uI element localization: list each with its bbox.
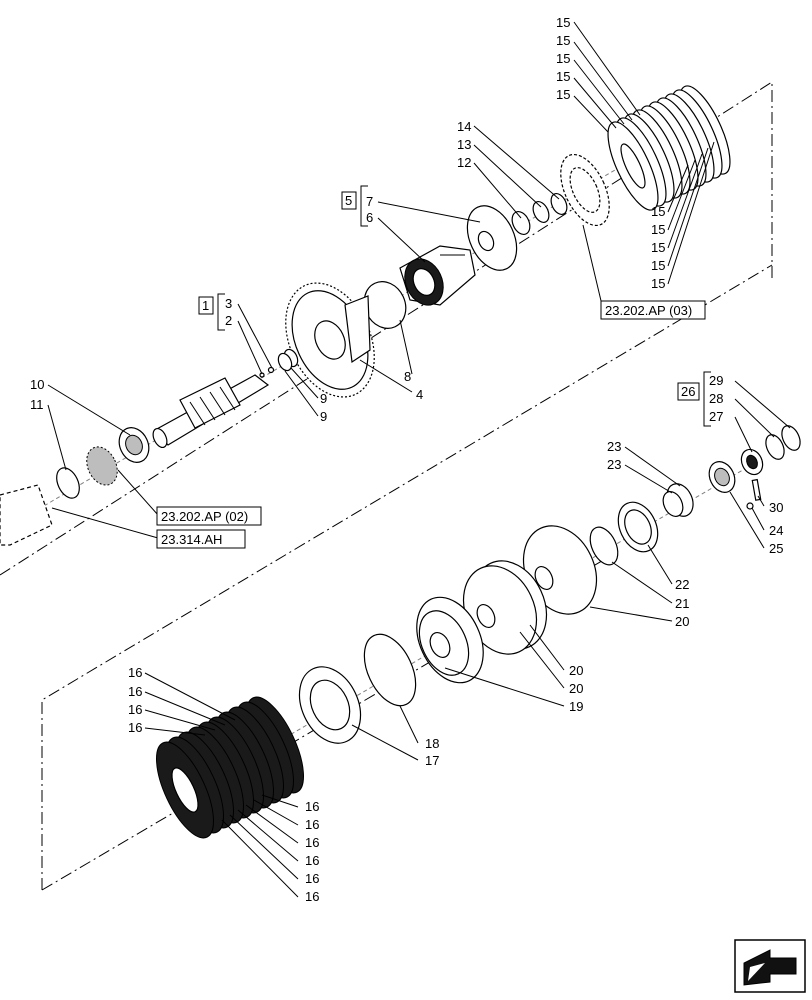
bearing-25[interactable]	[704, 457, 739, 496]
callout-16[interactable]: 16	[128, 720, 142, 735]
ring-18[interactable]	[354, 626, 426, 713]
ring-21[interactable]	[585, 523, 624, 569]
callout-16[interactable]: 16	[305, 853, 319, 868]
callout-15[interactable]: 15	[651, 240, 665, 255]
callout-2[interactable]: 2	[225, 313, 232, 328]
callout-20[interactable]: 20	[569, 663, 583, 678]
callout-16[interactable]: 16	[305, 817, 319, 832]
callout-11[interactable]: 11	[30, 397, 44, 412]
callout-15[interactable]: 15	[556, 87, 570, 102]
callout-16[interactable]: 16	[128, 702, 142, 717]
callout-23[interactable]: 23	[607, 457, 621, 472]
callout-25[interactable]: 25	[769, 541, 783, 556]
kit-box-5[interactable]: 5	[341, 185, 368, 227]
callout-20[interactable]: 20	[675, 614, 689, 629]
callout-8[interactable]: 8	[404, 369, 411, 384]
kit-label-5: 5	[345, 193, 352, 208]
clutch-disc-pack-top[interactable]	[598, 80, 740, 217]
piston-plate-19[interactable]	[404, 587, 496, 694]
callout-16[interactable]: 16	[128, 684, 142, 699]
callout-20[interactable]: 20	[569, 681, 583, 696]
callout-15[interactable]: 15	[651, 222, 665, 237]
seal-rings-23[interactable]	[659, 480, 698, 521]
callout-15[interactable]: 15	[556, 33, 570, 48]
kit-box-26[interactable]: 26	[677, 371, 711, 427]
callout-16[interactable]: 16	[128, 665, 142, 680]
clutch-disc-pack-bottom[interactable]	[145, 689, 315, 845]
callout-10[interactable]: 10	[30, 377, 44, 392]
kit-label-1: 1	[202, 298, 209, 313]
needle-bearing[interactable]	[81, 442, 123, 490]
return-arrow-icon[interactable]	[734, 939, 806, 993]
bushing-9[interactable]	[276, 347, 300, 372]
pressure-plate-17[interactable]	[288, 657, 373, 753]
input-shaft[interactable]	[150, 374, 270, 450]
callout-27[interactable]: 27	[709, 409, 723, 424]
piston-22[interactable]	[611, 496, 666, 558]
callout-14[interactable]: 14	[457, 119, 471, 134]
reference-ah: 23.314.AH	[161, 532, 222, 547]
reference-box-ah[interactable]: 23.314.AH	[156, 529, 246, 549]
callout-16[interactable]: 16	[305, 889, 319, 904]
callout-19[interactable]: 19	[569, 699, 583, 714]
bearing-27[interactable]	[737, 446, 766, 478]
callout-15[interactable]: 15	[651, 258, 665, 273]
callout-23[interactable]: 23	[607, 439, 621, 454]
callout-6[interactable]: 6	[366, 210, 373, 225]
callout-21[interactable]: 21	[675, 596, 689, 611]
callout-13[interactable]: 13	[457, 137, 471, 152]
callout-18[interactable]: 18	[425, 736, 439, 751]
callout-15[interactable]: 15	[651, 276, 665, 291]
snap-rings-12-14[interactable]	[509, 191, 570, 237]
clutch-hub-6[interactable]	[398, 245, 476, 311]
callout-12[interactable]: 12	[457, 155, 471, 170]
callout-16[interactable]: 16	[305, 871, 319, 886]
callout-9[interactable]: 9	[320, 409, 327, 424]
pressure-plate-top[interactable]	[551, 147, 619, 233]
callout-3[interactable]: 3	[225, 296, 232, 311]
pin-30[interactable]	[751, 478, 762, 501]
reference-box-ap02[interactable]: 23.202.AP (02)	[156, 506, 262, 526]
callout-9[interactable]: 9	[320, 391, 327, 406]
gear-4[interactable]	[268, 269, 391, 412]
callout-17[interactable]: 17	[425, 753, 439, 768]
reference-ap02: 23.202.AP (02)	[161, 509, 248, 524]
callout-labels: 15 15 15 15 15 15 15 15 15 15 14 13 12 7…	[30, 15, 783, 904]
ball-24[interactable]	[746, 502, 754, 510]
callout-22[interactable]: 22	[675, 577, 689, 592]
callout-24[interactable]: 24	[769, 523, 783, 538]
callout-16[interactable]: 16	[305, 799, 319, 814]
kit-label-26: 26	[681, 384, 695, 399]
callout-7[interactable]: 7	[366, 194, 373, 209]
callout-4[interactable]: 4	[416, 387, 423, 402]
callout-28[interactable]: 28	[709, 391, 723, 406]
callout-16[interactable]: 16	[305, 835, 319, 850]
bearing-10[interactable]	[114, 423, 155, 467]
snap-ring-11[interactable]	[52, 464, 84, 501]
pin-and-ball-2-3[interactable]	[259, 366, 275, 378]
leader-lines	[47, 21, 791, 898]
callout-30[interactable]: 30	[769, 500, 783, 515]
callout-15[interactable]: 15	[651, 204, 665, 219]
callout-15[interactable]: 15	[556, 69, 570, 84]
callout-15[interactable]: 15	[556, 51, 570, 66]
callout-29[interactable]: 29	[709, 373, 723, 388]
kit-box-1[interactable]: 1	[198, 293, 225, 331]
reference-box-ap03[interactable]: 23.202.AP (03)	[600, 300, 706, 320]
output-shaft-outline[interactable]	[0, 484, 53, 546]
snap-rings-28-29[interactable]	[762, 423, 803, 462]
reference-ap03: 23.202.AP (03)	[605, 303, 692, 318]
callout-15[interactable]: 15	[556, 15, 570, 30]
